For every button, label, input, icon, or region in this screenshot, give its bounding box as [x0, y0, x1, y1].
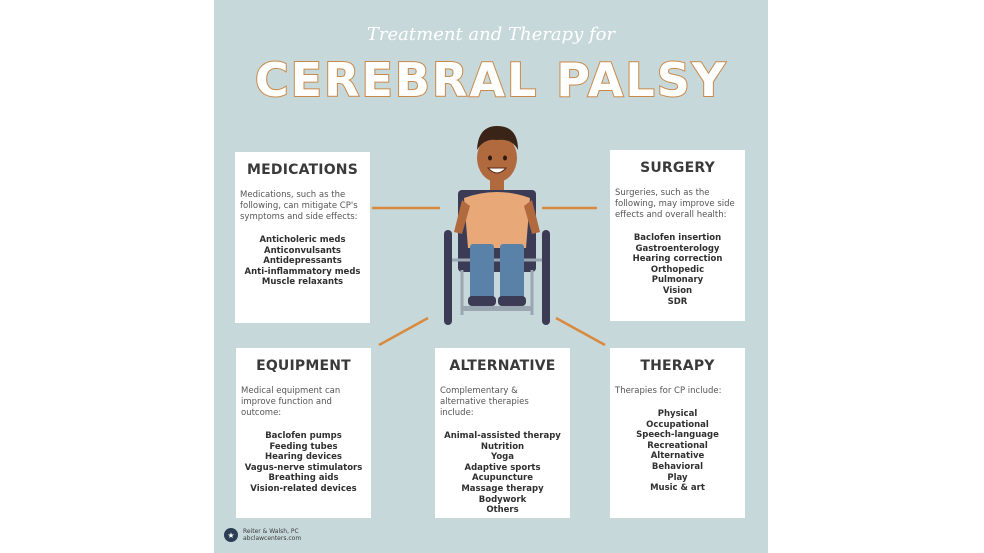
- footer-branding: ★ Reiter & Walsh, PC abclawcenters.com: [224, 528, 301, 542]
- list-item: Speech-language: [636, 430, 719, 441]
- list-item: Vision: [662, 285, 693, 296]
- card-alternative: ALTERNATIVE Complementary & alternative …: [435, 348, 570, 518]
- list-item: Hearing devices: [265, 452, 342, 463]
- list-item: Yoga: [490, 452, 515, 463]
- list-item: Nutrition: [480, 441, 525, 452]
- list-item: Anticonvulsants: [263, 245, 341, 256]
- poster-title: CEREBRAL PALSY: [254, 52, 728, 108]
- connector-therapy: [555, 316, 606, 347]
- list-item: Muscle relaxants: [261, 277, 344, 288]
- list-item: Massage therapy: [461, 483, 544, 494]
- card-medications-list: Anticholeric meds Anticonvulsants Antide…: [240, 235, 365, 288]
- card-surgery-description: Surgeries, such as the following, may im…: [615, 188, 735, 220]
- list-item: Feeding tubes: [269, 441, 338, 452]
- list-item: Alternative: [650, 451, 705, 462]
- list-item: Baclofen insertion: [633, 233, 722, 243]
- list-item: Others: [486, 505, 519, 516]
- list-item: Antidepressants: [263, 256, 342, 267]
- card-equipment-description: Medical equipment can improve function a…: [241, 386, 341, 418]
- card-equipment: EQUIPMENT Medical equipment can improve …: [236, 348, 371, 518]
- card-equipment-title: EQUIPMENT: [256, 358, 351, 374]
- poster-subtitle: Treatment and Therapy for: [366, 24, 616, 45]
- list-item: Gastroenterology: [635, 243, 720, 254]
- card-alternative-list: Animal-assisted therapy Nutrition Yoga A…: [440, 431, 565, 516]
- list-item: Physical: [657, 409, 698, 419]
- wheelchair-person-illustration: [444, 126, 550, 325]
- law-firm-logo-icon: ★: [224, 528, 238, 542]
- list-item: Acupuncture: [472, 473, 533, 484]
- list-item: Vision-related devices: [250, 483, 357, 494]
- card-therapy-description: Therapies for CP include:: [615, 386, 722, 396]
- card-surgery-title: SURGERY: [640, 160, 715, 176]
- list-item: Breathing aids: [268, 473, 339, 484]
- card-therapy-title: THERAPY: [640, 358, 715, 374]
- footer-company: Reiter & Walsh, PC: [243, 528, 299, 535]
- list-item: SDR: [667, 296, 688, 307]
- list-item: Vagus-nerve stimulators: [244, 462, 363, 473]
- list-item: Animal-assisted therapy: [444, 431, 561, 441]
- list-item: Baclofen pumps: [265, 431, 342, 441]
- card-medications-title: MEDICATIONS: [246, 162, 358, 178]
- list-item: Recreational: [647, 440, 708, 451]
- list-item: Orthopedic: [650, 264, 705, 275]
- connector-lines: [372, 206, 606, 347]
- list-item: Pulmonary: [651, 275, 704, 286]
- card-medications: MEDICATIONS Medications, such as the fol…: [235, 152, 370, 323]
- list-item: Occupational: [646, 419, 709, 430]
- card-medications-description: Medications, such as the following, can …: [240, 190, 358, 222]
- list-item: Anticholeric meds: [259, 235, 346, 245]
- infographic-poster: Treatment and Therapy for CEREBRAL PALSY: [214, 0, 768, 553]
- list-item: Anti-inflammatory meds: [244, 266, 361, 277]
- list-item: Music & art: [650, 483, 705, 494]
- list-item: Adaptive sports: [464, 462, 541, 473]
- card-alternative-title: ALTERNATIVE: [449, 358, 556, 374]
- card-equipment-list: Baclofen pumps Feeding tubes Hearing dev…: [241, 431, 366, 495]
- list-item: Behavioral: [651, 461, 704, 472]
- card-alternative-description: Complementary & alternative therapies in…: [440, 386, 529, 418]
- list-item: Bodywork: [478, 494, 527, 505]
- card-surgery-list: Baclofen insertion Gastroenterology Hear…: [615, 233, 740, 307]
- list-item: Hearing correction: [632, 254, 723, 265]
- card-surgery: SURGERY Surgeries, such as the following…: [610, 150, 745, 321]
- footer-website: abclawcenters.com: [243, 535, 302, 542]
- list-item: Play: [667, 472, 688, 483]
- card-therapy: THERAPY Therapies for CP include: Physic…: [610, 348, 745, 518]
- connector-equipment: [378, 316, 429, 347]
- card-therapy-list: Physical Occupational Speech-language Re…: [615, 409, 740, 494]
